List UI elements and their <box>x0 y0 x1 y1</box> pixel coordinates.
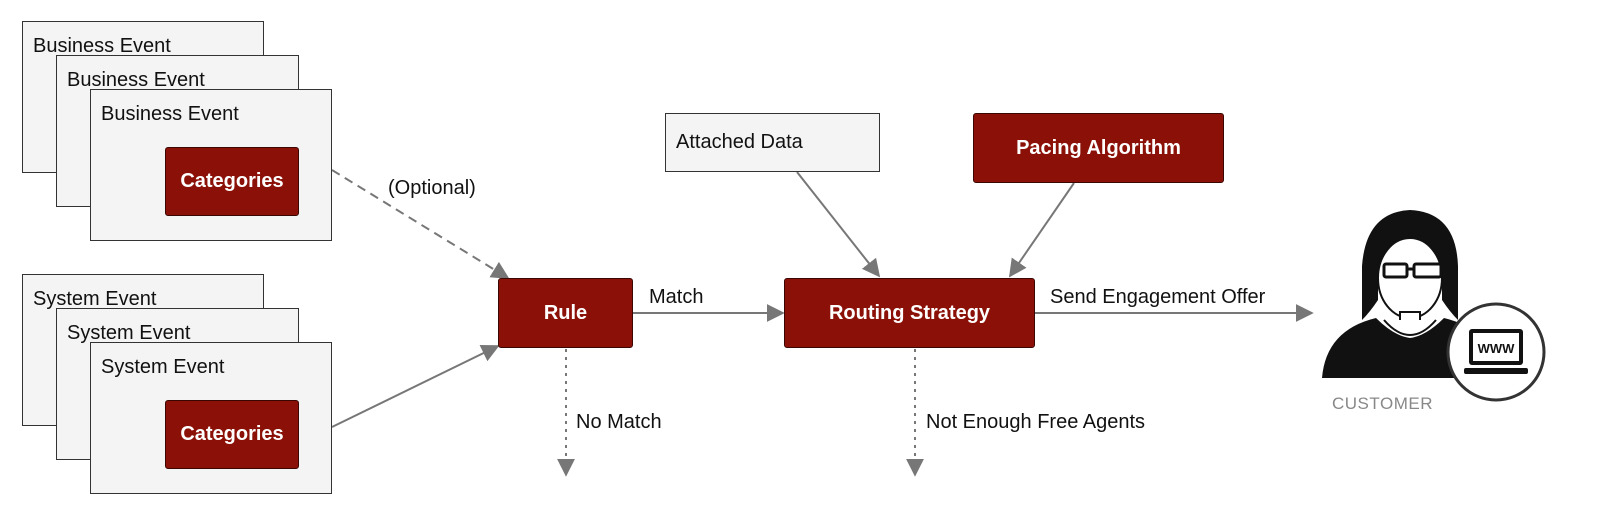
business-event-card-3: Business Event Categories <box>90 89 332 241</box>
www-screen-text: WWW <box>1478 341 1516 356</box>
system-event-card-3: System Event Categories <box>90 342 332 494</box>
business-event-label: Business Event <box>101 103 239 125</box>
send-offer-label: Send Engagement Offer <box>1050 286 1266 308</box>
routing-strategy-box: Routing Strategy <box>784 278 1035 348</box>
not-enough-agents-label: Not Enough Free Agents <box>926 411 1146 433</box>
system-event-label: System Event <box>33 288 157 310</box>
system-event-label: System Event <box>67 322 191 344</box>
optional-label: (Optional) <box>388 177 476 199</box>
system-event-arrow <box>331 345 500 428</box>
attached-data-box: Attached Data <box>665 113 880 172</box>
pacing-algorithm-box: Pacing Algorithm <box>973 113 1224 183</box>
system-categories-box: Categories <box>165 400 299 469</box>
pacing-arrow <box>1008 182 1075 278</box>
attached-data-arrow <box>796 171 881 278</box>
system-event-label: System Event <box>101 356 225 378</box>
rule-box: Rule <box>498 278 633 348</box>
business-event-label: Business Event <box>67 69 205 91</box>
customer-label: CUSTOMER <box>1332 394 1433 413</box>
match-label: Match <box>649 286 704 308</box>
business-categories-box: Categories <box>165 147 299 216</box>
optional-dashed-arrow <box>331 169 510 279</box>
customer-avatar-icon: WWW <box>1322 210 1546 402</box>
business-event-label: Business Event <box>33 35 171 57</box>
no-match-label: No Match <box>576 411 662 433</box>
